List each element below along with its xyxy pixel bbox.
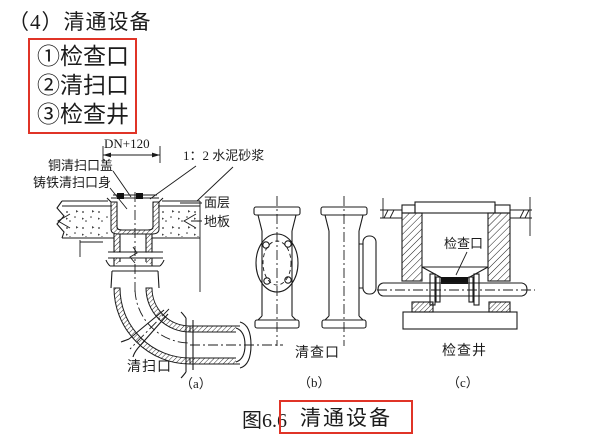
page-title: （4）清通设备 [8, 10, 152, 34]
copper-cover-label: 铜清扫口盖 [48, 158, 114, 173]
subfigure-c-lines [377, 197, 535, 330]
bullet-box: ①检查口 ②清扫口 ③检查井 [28, 38, 137, 134]
bullet-item-2: ②清扫口 [37, 73, 129, 98]
dimension-label: DN+120 [104, 136, 150, 151]
subfigure-c-label: （c） [447, 375, 479, 390]
subfigure-b-lines [253, 196, 377, 346]
inspection-opening-c-label: 检查口 [444, 236, 484, 251]
iron-body-label: 铸铁清扫口身 [33, 175, 112, 190]
subfigure-a-lines [56, 146, 283, 379]
cleanout-label: 清扫口 [127, 360, 172, 375]
subfigure-a-label: （a） [180, 376, 212, 391]
subfigure-b-label: （b） [298, 375, 331, 390]
inspection-well-label: 检查井 [442, 344, 487, 359]
mortar-label: 1：2 水泥砂浆 [183, 148, 265, 163]
floor-slab-label: 地板 [204, 214, 231, 229]
inspection-opening-b-label: 清查口 [295, 346, 340, 361]
bullet-item-1: ①检查口 [37, 44, 129, 69]
surface-layer-label: 面层 [204, 195, 231, 210]
figure-number: 图6.6 [242, 410, 287, 432]
bullet-item-3: ③检查井 [37, 102, 129, 127]
caption-box: 清通设备 [279, 400, 413, 434]
caption-text: 清通设备 [300, 406, 392, 430]
